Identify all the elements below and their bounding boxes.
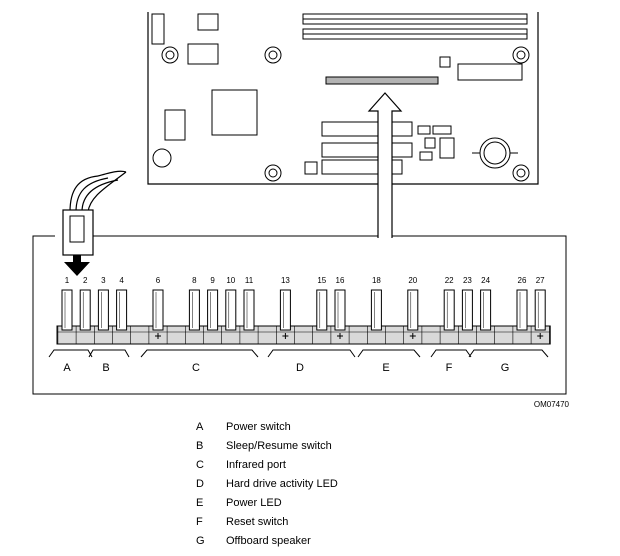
legend-text: Power switch	[226, 421, 291, 433]
pin-number-23: 23	[463, 276, 472, 285]
pin-number-20: 20	[408, 276, 417, 285]
pin-1	[61, 289, 73, 331]
legend-text: Sleep/Resume switch	[226, 440, 332, 452]
motherboard-components	[151, 13, 530, 182]
pin-26	[516, 289, 528, 331]
pin-11	[243, 289, 255, 331]
figure-code: OM07470	[534, 400, 570, 409]
group-label-g: G	[501, 362, 510, 374]
connector-plug	[62, 209, 94, 276]
connector-pins	[61, 289, 546, 339]
pin-number-1: 1	[65, 276, 70, 285]
pin-number-8: 8	[192, 276, 197, 285]
pin-9	[207, 289, 219, 331]
pin-27	[534, 289, 546, 331]
pin-23	[461, 289, 473, 331]
pin-number-15: 15	[317, 276, 326, 285]
zoom-arrow	[367, 92, 403, 238]
pin-8	[188, 289, 200, 331]
group-brackets	[48, 349, 549, 358]
pin-number-11: 11	[245, 276, 254, 285]
group-labels: A B C D E F G	[63, 362, 509, 374]
pin-16	[334, 289, 346, 331]
legend-letter: E	[196, 497, 204, 509]
connector-cable	[69, 170, 127, 213]
group-label-b: B	[102, 362, 109, 374]
pin-6	[152, 289, 164, 331]
pin-10	[225, 289, 237, 331]
legend-letter: G	[196, 535, 205, 547]
legend-text: Power LED	[226, 497, 282, 509]
header-bar	[56, 325, 551, 345]
group-label-a: A	[63, 362, 71, 374]
legend-letter: D	[196, 478, 204, 490]
pin-3	[97, 289, 109, 331]
group-label-e: E	[382, 362, 389, 374]
pin-number-6: 6	[156, 276, 161, 285]
legend-letter: C	[196, 459, 204, 471]
pin-number-10: 10	[226, 276, 235, 285]
pin-number-24: 24	[481, 276, 490, 285]
legend-text: Infrared port	[226, 459, 286, 471]
legend-letter: F	[196, 516, 203, 528]
pin-22	[443, 289, 455, 331]
pin-number-16: 16	[336, 276, 345, 285]
pin-number-18: 18	[372, 276, 381, 285]
pin-24	[480, 289, 492, 331]
legend-letter: A	[196, 421, 204, 433]
pin-2	[79, 289, 91, 331]
board-header	[325, 76, 439, 85]
pin-13	[279, 289, 291, 331]
pin-number-26: 26	[518, 276, 527, 285]
pin-number-2: 2	[83, 276, 88, 285]
connector-detail-frame	[32, 235, 567, 395]
pin-4	[116, 289, 128, 331]
motherboard-outline	[147, 12, 539, 185]
pin-number-13: 13	[281, 276, 290, 285]
group-label-c: C	[192, 362, 200, 374]
pin-number-3: 3	[101, 276, 106, 285]
group-label-d: D	[296, 362, 304, 374]
connector-header-base	[56, 325, 551, 345]
legend-text: Reset switch	[226, 516, 289, 528]
pin-number-27: 27	[536, 276, 545, 285]
legend-text: Hard drive activity LED	[226, 478, 338, 490]
pin-number-4: 4	[119, 276, 124, 285]
group-label-f: F	[446, 362, 453, 374]
pin-18	[370, 289, 382, 331]
pin-number-9: 9	[210, 276, 215, 285]
pin-15	[316, 289, 328, 331]
legend-text: Offboard speaker	[226, 535, 311, 547]
legend-letter: B	[196, 440, 204, 452]
pin-number-22: 22	[445, 276, 454, 285]
pin-20	[407, 289, 419, 331]
